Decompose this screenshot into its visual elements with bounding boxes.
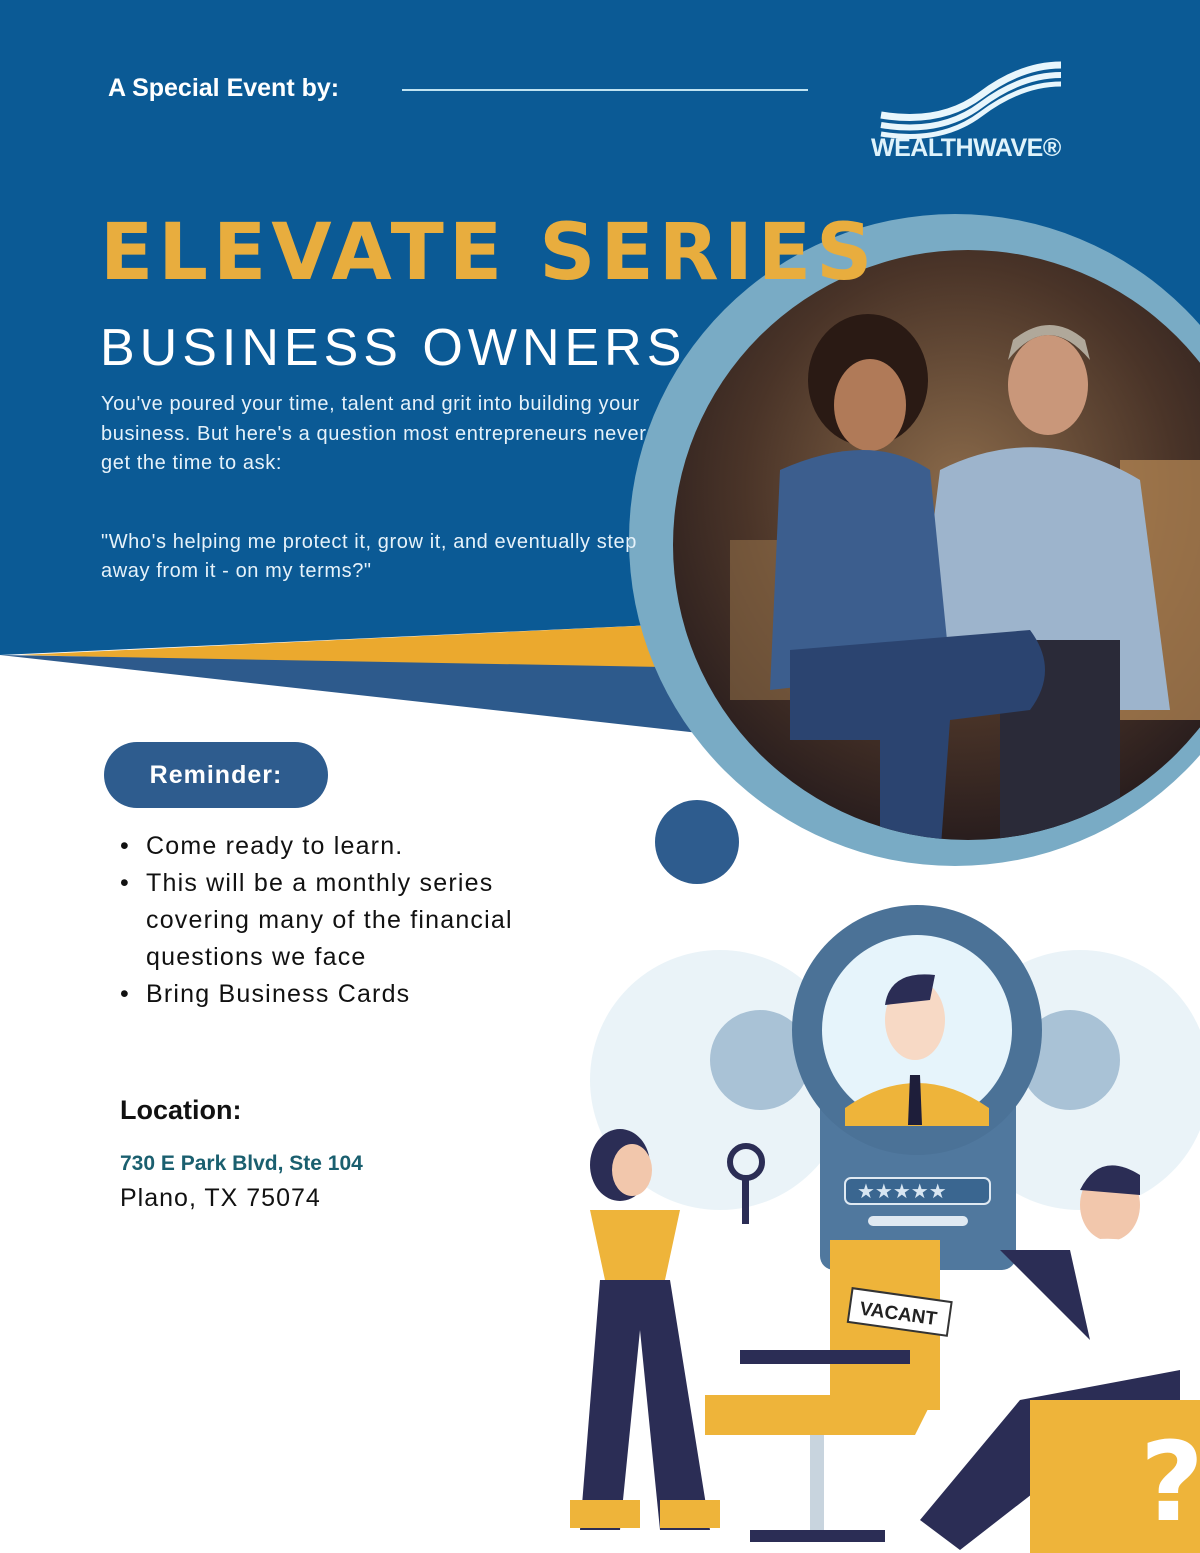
rating-stars: ★★★★★ bbox=[857, 1179, 947, 1203]
decorative-dot bbox=[655, 800, 739, 884]
brand-name: WEALTHWAVE® bbox=[871, 134, 1061, 162]
quote-text: "Who's helping me protect it, grow it, a… bbox=[101, 531, 637, 582]
wealthwave-logo-icon bbox=[880, 61, 1062, 139]
question-mark-icon: ? bbox=[1140, 1418, 1200, 1546]
hiring-illustration: ★★★★★ VACANT ? bbox=[570, 905, 1200, 1553]
event-title: ELEVATE SERIES bbox=[100, 208, 878, 298]
list-item: Come ready to learn. bbox=[120, 828, 540, 865]
business-owners-photo bbox=[673, 250, 1200, 840]
reminder-badge: Reminder: bbox=[104, 742, 328, 808]
intro-text: You've poured your time, talent and grit… bbox=[101, 393, 647, 474]
reminder-list: Come ready to learn. This will be a mont… bbox=[120, 828, 540, 1013]
blue-wedge bbox=[0, 655, 780, 742]
location-heading: Location: bbox=[120, 1095, 242, 1125]
special-event-label: A Special Event by: bbox=[108, 74, 340, 102]
address-line-2: Plano, TX 75074 bbox=[120, 1184, 321, 1212]
event-subtitle: BUSINESS OWNERS bbox=[100, 319, 687, 377]
header-divider bbox=[402, 89, 808, 91]
gold-stripe bbox=[20, 622, 760, 672]
address-line-1: 730 E Park Blvd, Ste 104 bbox=[120, 1152, 363, 1175]
list-item: Bring Business Cards bbox=[120, 976, 540, 1013]
list-item: This will be a monthly series covering m… bbox=[120, 865, 540, 976]
